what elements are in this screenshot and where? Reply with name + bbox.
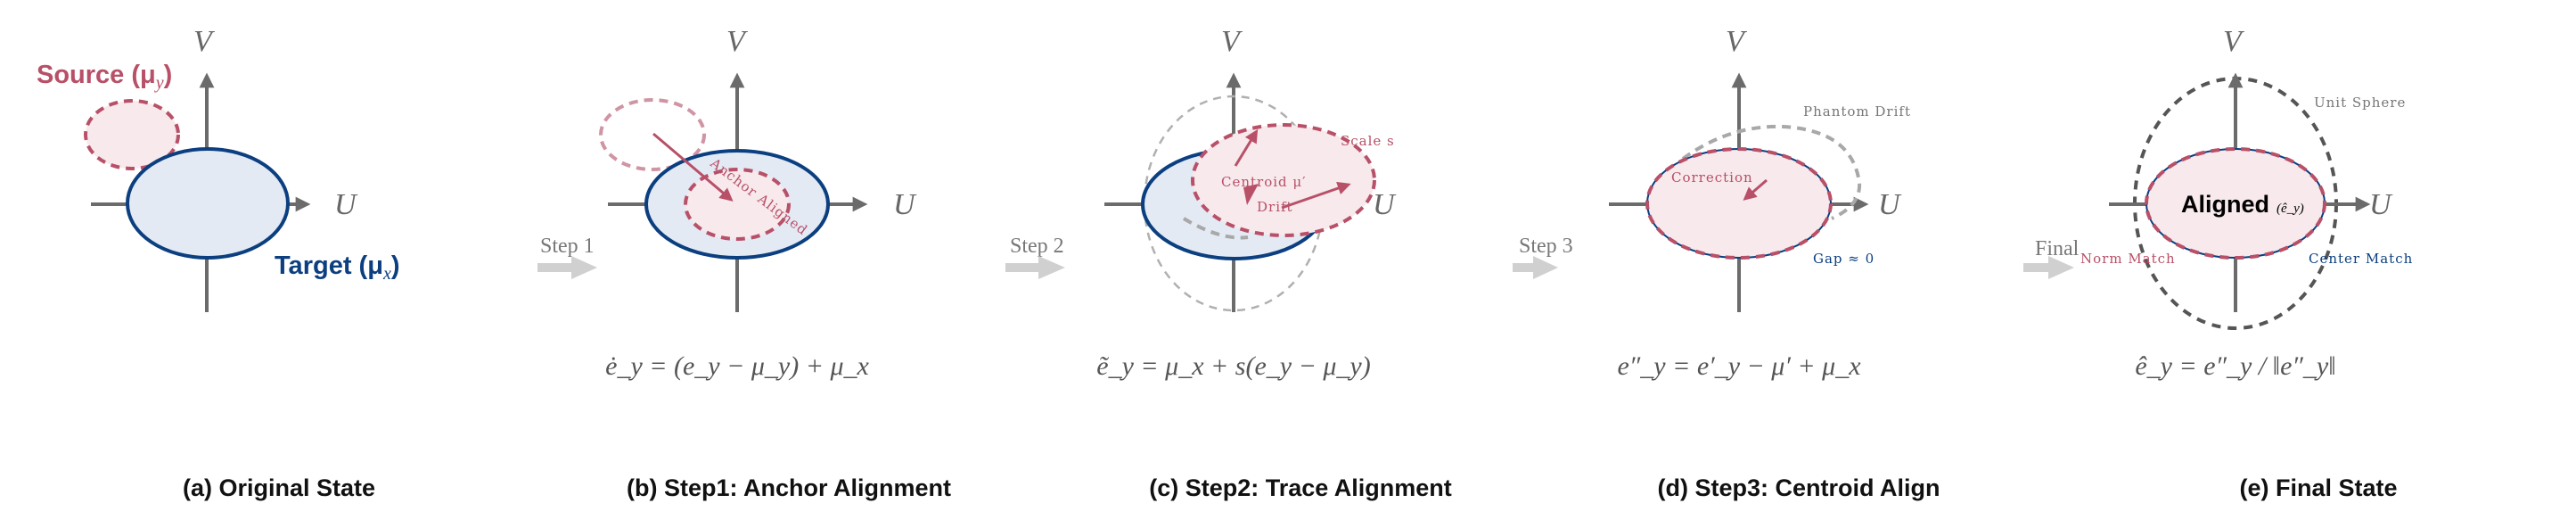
aligned-label: Aligned(ê_y) bbox=[2181, 191, 2304, 218]
transition-step-2: Step 2 bbox=[1005, 235, 1065, 279]
formula-c: ẽ_y = μ_x + s(e_y − μ_y) bbox=[1096, 351, 1370, 381]
unit-sphere-label: Unit Sphere bbox=[2314, 95, 2406, 111]
scaled-source-ellipse bbox=[1191, 123, 1376, 237]
v-axis-label: V bbox=[2223, 25, 2245, 58]
drift-label: Drift bbox=[1257, 199, 1293, 215]
source-distribution-ellipse bbox=[84, 99, 180, 170]
step-3-label: Step 3 bbox=[1519, 235, 1573, 258]
panel-b-anchor-alignment: U V Anchor Aligned ė_y = (e_y − μ_y) + μ… bbox=[599, 25, 917, 381]
panel-a-original-state: U V Source (μy) Target (μx) bbox=[37, 25, 400, 312]
step-3-arrow-icon bbox=[1513, 256, 1558, 279]
drift-arrow-icon bbox=[1281, 181, 1351, 210]
centroid-marker-icon bbox=[1243, 184, 1259, 205]
aligned-source-ellipse bbox=[2145, 147, 2326, 260]
v-axis-label: V bbox=[1726, 25, 1748, 58]
transition-step-1: Step 1 bbox=[537, 235, 597, 279]
transition-final: Final bbox=[2023, 237, 2080, 279]
anchored-source-ellipse bbox=[684, 168, 791, 241]
gap-label: Gap ≈ 0 bbox=[1813, 251, 1875, 267]
u-axis-label: U bbox=[2369, 188, 2393, 221]
correction-arrow-icon bbox=[1743, 178, 1768, 201]
norm-match-label: Norm Match bbox=[2080, 251, 2176, 267]
caption-c: (c) Step2: Trace Alignment bbox=[1149, 474, 1452, 501]
scale-arrow-up-icon bbox=[1234, 128, 1259, 167]
caption-d: (d) Step3: Centroid Align bbox=[1658, 474, 1940, 501]
v-axis-label: V bbox=[1221, 25, 1243, 58]
caption-b: (b) Step1: Anchor Alignment bbox=[627, 474, 951, 501]
corrected-source-ellipse bbox=[1645, 147, 1833, 260]
target-distribution-ellipse bbox=[126, 147, 290, 260]
panel-e-final-state: U V Aligned(ê_y) Unit Sphere Norm Match … bbox=[2080, 25, 2413, 381]
v-axis-label: V bbox=[193, 25, 216, 58]
ghost-arc bbox=[1182, 217, 1249, 240]
step-1-arrow-icon bbox=[537, 256, 597, 279]
anchor-shift-arrow-icon bbox=[652, 132, 734, 202]
centroid-label: Centroid μ′ bbox=[1221, 174, 1307, 190]
scale-s-label: Scale s bbox=[1341, 133, 1395, 149]
step-1-label: Step 1 bbox=[540, 235, 595, 258]
final-arrow-icon bbox=[2023, 256, 2074, 279]
panel-c-trace-alignment: U V Scale s Centroid μ′ Drift ẽ_y = μ_x … bbox=[1096, 25, 1397, 381]
v-axis-label: V bbox=[726, 25, 749, 58]
captions: (a) Original State (b) Step1: Anchor Ali… bbox=[183, 474, 2398, 501]
formula-b: ė_y = (e_y − μ_y) + μ_x bbox=[605, 351, 869, 381]
caption-a: (a) Original State bbox=[183, 474, 375, 501]
formula-e: ê_y = e″_y / ‖e″_y‖ bbox=[2135, 351, 2335, 381]
transition-step-3: Step 3 bbox=[1513, 235, 1573, 279]
final-label: Final bbox=[2035, 237, 2080, 260]
target-label: Target (μx) bbox=[275, 252, 400, 284]
phantom-drift-label: Phantom Drift bbox=[1803, 103, 1911, 120]
phantom-drift-ghost-outline bbox=[1681, 124, 1862, 220]
panel-d-centroid-align: U V Phantom Drift Correction Gap ≈ 0 e″_… bbox=[1609, 25, 1911, 381]
u-axis-label: U bbox=[1878, 188, 1902, 221]
correction-label: Correction bbox=[1671, 169, 1753, 186]
center-match-label: Center Match bbox=[2309, 251, 2413, 267]
u-axis-label: U bbox=[334, 188, 358, 221]
step-2-arrow-icon bbox=[1005, 256, 1065, 279]
step-2-label: Step 2 bbox=[1010, 235, 1064, 258]
u-axis-label: U bbox=[893, 188, 917, 221]
ghost-source-ellipse bbox=[599, 98, 706, 171]
source-label: Source (μy) bbox=[37, 61, 172, 93]
u-axis-label: U bbox=[1373, 188, 1397, 221]
caption-e: (e) Final State bbox=[2239, 474, 2397, 501]
formula-d: e″_y = e′_y − μ′ + μ_x bbox=[1617, 351, 1861, 381]
